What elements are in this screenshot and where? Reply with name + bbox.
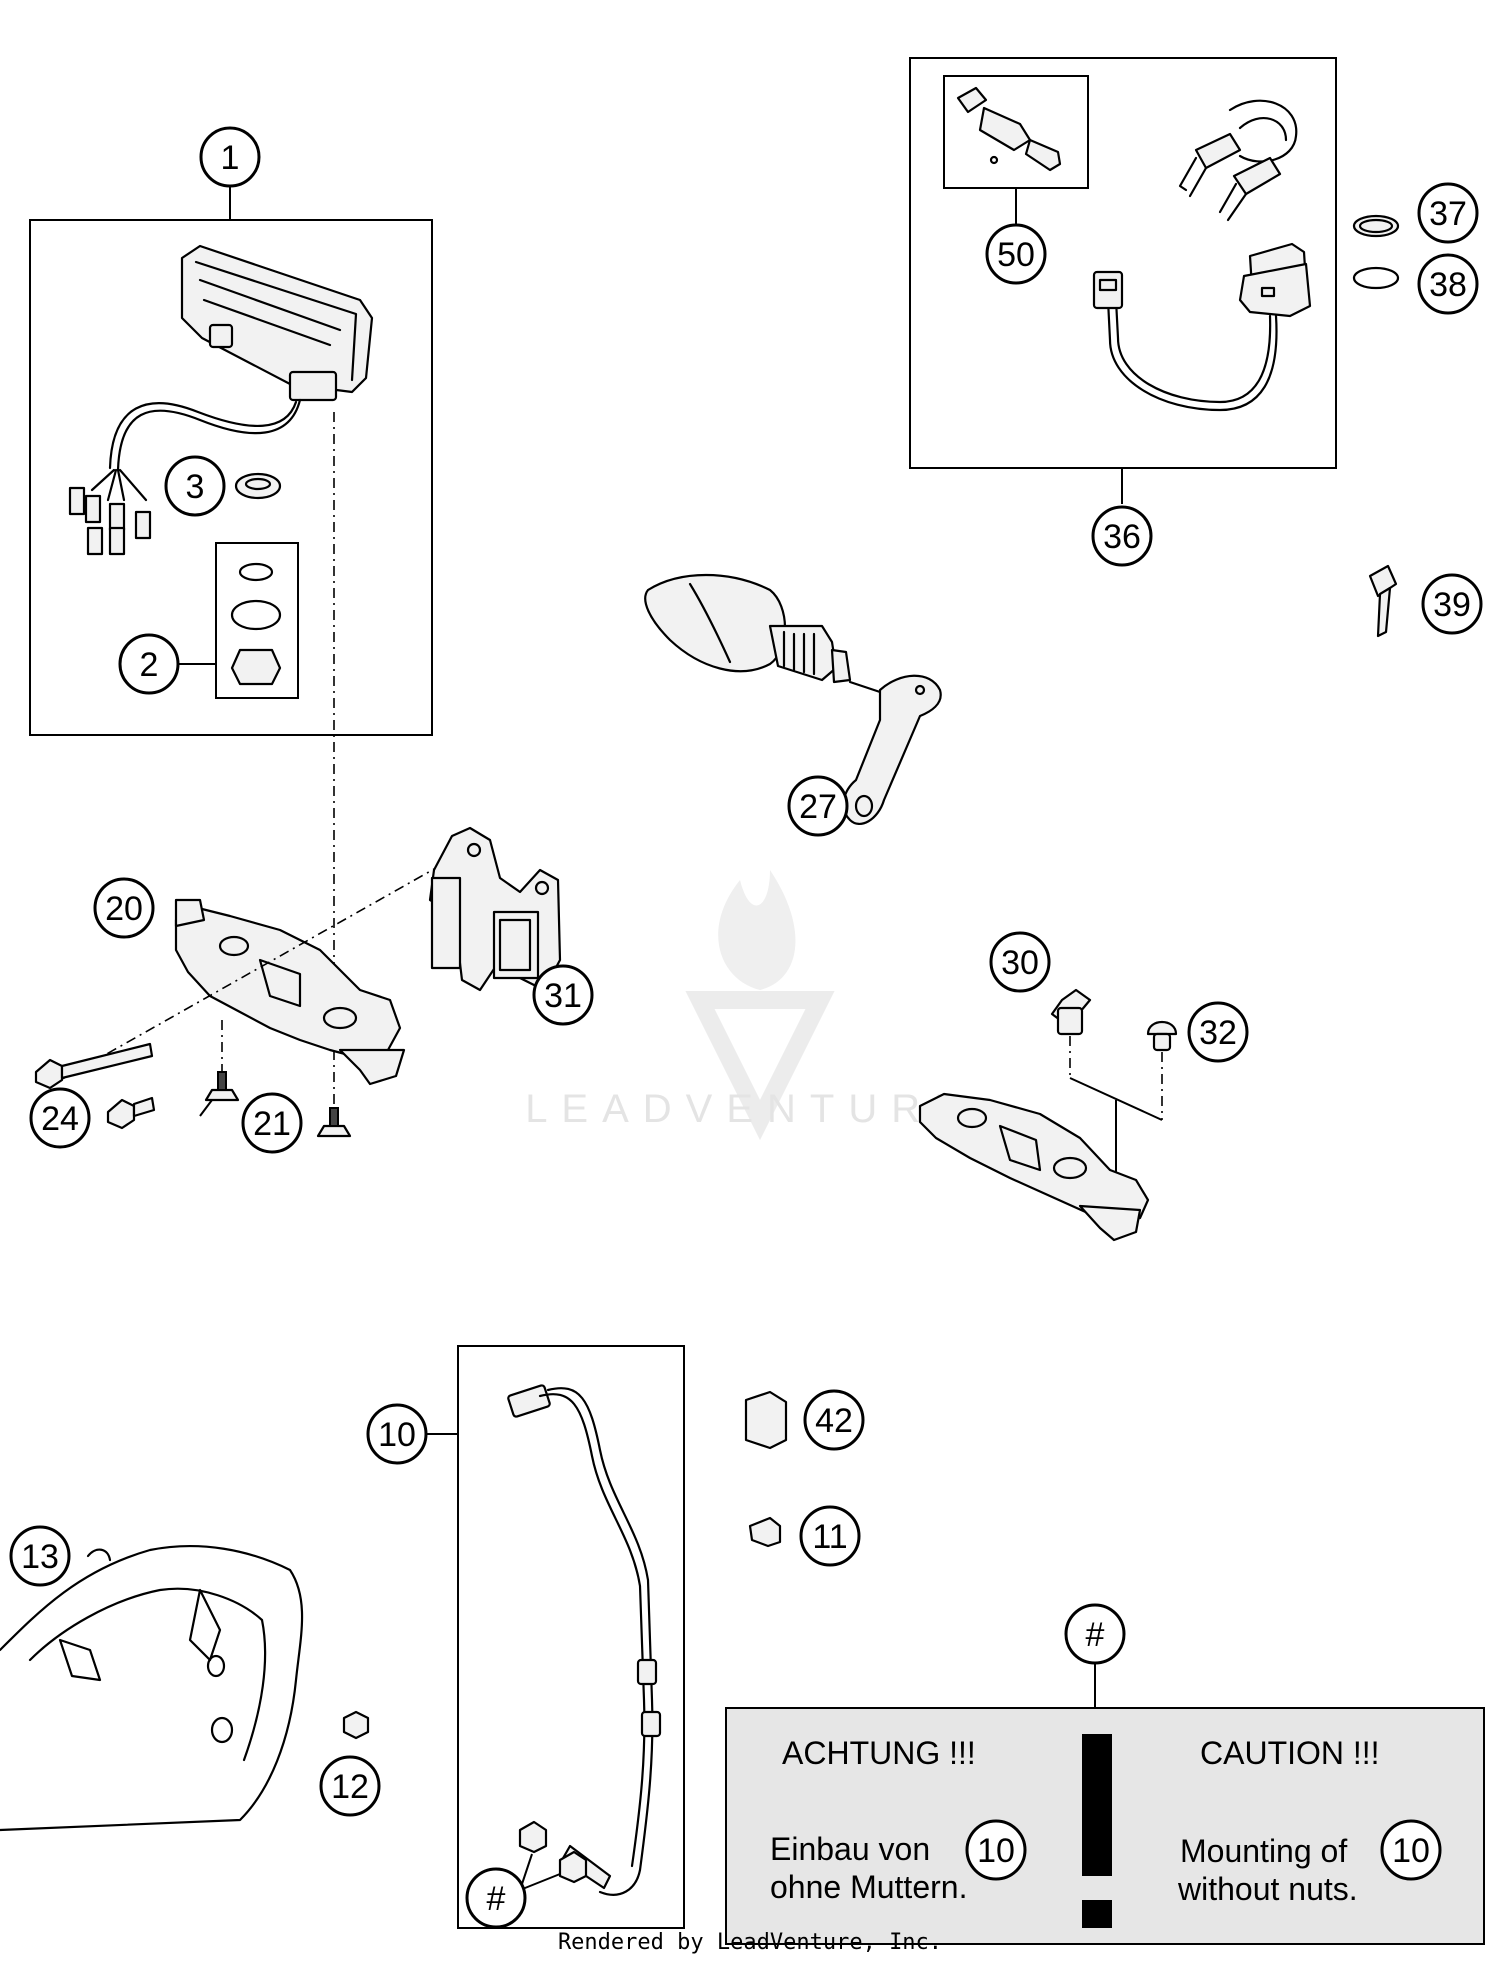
callout-39: 39	[1421, 573, 1483, 635]
callout-12: 12	[319, 1755, 381, 1817]
callout-31: 31	[532, 964, 594, 1026]
clip-11	[748, 1516, 782, 1548]
key-39	[1368, 564, 1398, 598]
ring-38	[1352, 266, 1400, 290]
bracket-20	[174, 904, 402, 1060]
group-frame-2	[215, 542, 299, 699]
callout-27: 27	[787, 775, 849, 837]
svg-text:37: 37	[1429, 195, 1467, 233]
svg-text:24: 24	[41, 1100, 79, 1138]
callout-50: 50	[985, 223, 1047, 285]
turn-signal-group	[644, 573, 942, 825]
watermark-text: LEADVENTURE	[525, 1087, 975, 1131]
sensor-cable-group	[426, 1345, 685, 1929]
turn-signal-lens	[644, 573, 787, 673]
ignition-lock-group	[909, 57, 1400, 638]
key-a	[1194, 132, 1242, 170]
watermark: LEADVENTURE	[525, 870, 975, 1141]
note-left-line2: ohne Muttern.	[770, 1869, 967, 1905]
instrument-cluster-group	[29, 186, 433, 1110]
svg-text:32: 32	[1199, 1014, 1237, 1052]
bracket-group	[34, 826, 562, 1138]
svg-text:21: 21	[253, 1105, 291, 1143]
bracket-plug-group	[918, 988, 1178, 1242]
svg-text:#: #	[1086, 1616, 1105, 1654]
callout-3: 3	[164, 455, 226, 517]
svg-text:30: 30	[1001, 944, 1039, 982]
callout-10: 10	[366, 1403, 428, 1465]
svg-text:12: 12	[331, 1768, 369, 1806]
clip-42	[744, 1390, 788, 1450]
nut-b	[558, 1850, 588, 1884]
callout-21: 21	[241, 1092, 303, 1154]
callout-hash-nuts: #	[465, 1867, 527, 1929]
svg-text:31: 31	[544, 977, 582, 1015]
exclamation-dot	[1082, 1900, 1112, 1928]
mount-kit-2	[230, 648, 282, 686]
svg-text:42: 42	[815, 1402, 853, 1440]
bolt-24b	[106, 1098, 136, 1130]
note-left-line1: Einbau von	[770, 1831, 930, 1867]
note-right-line1: Mounting of	[1180, 1833, 1347, 1869]
svg-text:38: 38	[1429, 266, 1467, 304]
note-left-title: ACHTUNG !!!	[782, 1735, 976, 1771]
note-left-ref: 10	[965, 1819, 1027, 1881]
callout-13: 13	[9, 1525, 71, 1587]
svg-text:50: 50	[997, 236, 1035, 274]
sensor-connector	[507, 1384, 551, 1418]
callout-1: 1	[199, 126, 261, 188]
svg-text:1: 1	[221, 139, 240, 177]
callout-42: 42	[803, 1389, 865, 1451]
exclamation-bar	[1082, 1734, 1112, 1876]
callout-37: 37	[1417, 182, 1479, 244]
bolt-24a	[34, 1058, 64, 1090]
svg-text:11: 11	[812, 1518, 847, 1556]
nut-a	[518, 1820, 548, 1854]
sprocket-cover	[0, 1545, 304, 1832]
bracket-27	[842, 674, 942, 825]
svg-text:10: 10	[977, 1832, 1015, 1870]
screw-21b	[316, 1124, 352, 1138]
svg-text:2: 2	[140, 646, 159, 684]
callout-30: 30	[989, 931, 1051, 993]
callout-11: 11	[799, 1505, 861, 1567]
svg-text:3: 3	[186, 468, 205, 506]
callout-20: 20	[93, 877, 155, 939]
note-right-ref: 10	[1380, 1819, 1442, 1881]
grommet-3	[234, 472, 282, 500]
callout-38: 38	[1417, 253, 1479, 315]
svg-text:20: 20	[105, 890, 143, 928]
svg-text:10: 10	[1392, 1832, 1430, 1870]
note-right-title: CAUTION !!!	[1200, 1735, 1380, 1771]
lock-cylinder-50	[978, 106, 1032, 152]
group-frame-10	[457, 1345, 685, 1929]
instrument-cluster	[180, 244, 374, 394]
footer-credit: Rendered by LeadVenture, Inc.	[557, 1930, 943, 1955]
callout-hash-top: #	[1064, 1603, 1126, 1665]
svg-text:13: 13	[21, 1538, 59, 1576]
sprocket-cover-group	[0, 1545, 370, 1832]
callout-24: 24	[29, 1087, 91, 1149]
plug-32	[1146, 1020, 1178, 1036]
svg-text:36: 36	[1103, 518, 1141, 556]
callout-2: 2	[118, 633, 180, 695]
bracket-lower	[918, 1092, 1150, 1224]
plug-30	[1056, 1006, 1084, 1036]
svg-text:39: 39	[1433, 586, 1471, 624]
screw-21a	[204, 1088, 240, 1102]
callouts: 1 2 3 10 11 12 13 20 21 24 27 30 31 32 3…	[9, 126, 1483, 1929]
callout-32: 32	[1187, 1001, 1249, 1063]
svg-text:27: 27	[799, 788, 837, 826]
svg-text:10: 10	[378, 1416, 416, 1454]
svg-text:#: #	[487, 1880, 506, 1918]
nut-12	[342, 1710, 370, 1740]
key-b	[1232, 156, 1282, 196]
note-right-line2: without nuts.	[1177, 1871, 1358, 1907]
caution-note: ACHTUNG !!! CAUTION !!! Einbau von ohne …	[725, 1663, 1485, 1945]
callout-36: 36	[1091, 505, 1153, 567]
